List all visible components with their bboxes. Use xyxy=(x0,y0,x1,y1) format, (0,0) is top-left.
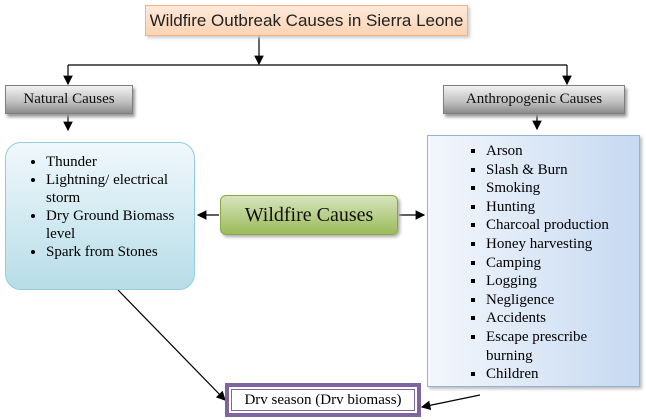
natural-causes-list: Thunder Lightning/ electrical storm Dry … xyxy=(5,142,195,290)
anthropogenic-causes-list: Arson Slash & Burn Smoking Hunting Charc… xyxy=(427,135,640,387)
list-item: Spark from Stones xyxy=(46,243,194,261)
list-item: Escape prescribe burning xyxy=(486,328,639,365)
natural-causes-header: Natural Causes xyxy=(5,85,133,114)
diagram-title: Wildfire Outbreak Causes in Sierra Leone xyxy=(145,5,468,36)
anthropogenic-causes-header: Anthropogenic Causes xyxy=(443,85,625,114)
dry-season-label: Drv season (Drv biomass) xyxy=(231,389,415,411)
dry-season-node: Drv season (Drv biomass) xyxy=(225,383,421,417)
list-item: Honey harvesting xyxy=(486,235,639,254)
list-item: Lightning/ electrical storm xyxy=(46,171,194,207)
list-item: Dry Ground Biomass level xyxy=(46,207,194,243)
list-item: Smoking xyxy=(486,179,639,198)
list-item: Logging xyxy=(486,272,639,291)
list-item: Accidents xyxy=(486,309,639,328)
list-item: Hunting xyxy=(486,198,639,217)
list-item: Arson xyxy=(486,142,639,161)
list-item: Slash & Burn xyxy=(486,161,639,180)
list-item: Camping xyxy=(486,254,639,273)
list-item: Children xyxy=(486,365,639,384)
list-item: Negligence xyxy=(486,291,639,310)
wildfire-causes-node: Wildfire Causes xyxy=(220,195,398,235)
list-item: Thunder xyxy=(46,153,194,171)
list-item: Charcoal production xyxy=(486,216,639,235)
